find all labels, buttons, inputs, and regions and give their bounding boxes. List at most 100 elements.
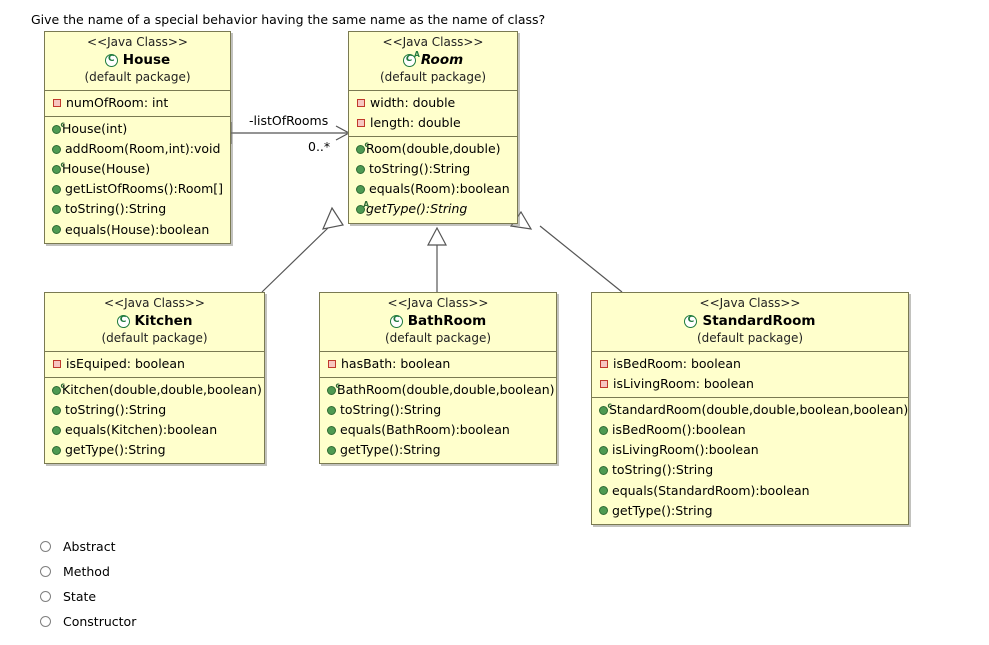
answer-option-abstract[interactable]: Abstract bbox=[40, 534, 136, 559]
class-fields-kitchen: isEquiped: boolean bbox=[45, 352, 264, 378]
method-label: Kitchen(double,double,boolean) bbox=[62, 381, 262, 397]
radio-button-constructor[interactable] bbox=[40, 616, 51, 627]
answer-option-state[interactable]: State bbox=[40, 584, 136, 609]
method-icon bbox=[327, 425, 336, 435]
method-label: StandardRoom(double,double,boolean,boole… bbox=[609, 402, 909, 418]
method-label: isLivingRoom():boolean bbox=[612, 442, 759, 458]
class-header-room: <<Java Class>> A Room (default package) bbox=[349, 32, 517, 91]
constructor-icon: c bbox=[599, 402, 612, 415]
method-row: toString():String bbox=[592, 460, 908, 480]
field-row: isEquiped: boolean bbox=[45, 354, 264, 374]
answer-options-group: Abstract Method State Constructor bbox=[40, 534, 136, 634]
radio-button-method[interactable] bbox=[40, 566, 51, 577]
class-box-standardroom[interactable]: <<Java Class>> StandardRoom (default pac… bbox=[591, 292, 909, 525]
answer-option-method[interactable]: Method bbox=[40, 559, 136, 584]
radio-button-state[interactable] bbox=[40, 591, 51, 602]
answer-option-label: Constructor bbox=[63, 614, 137, 629]
method-row: getType():String bbox=[45, 440, 264, 460]
method-icon bbox=[52, 225, 61, 235]
field-row: isLivingRoom: boolean bbox=[592, 374, 908, 394]
class-header-house: <<Java Class>> House (default package) bbox=[45, 32, 230, 91]
method-label: getType():String bbox=[65, 442, 166, 458]
constructor-icon: c bbox=[327, 382, 340, 395]
class-stereotype: <<Java Class>> bbox=[387, 296, 489, 310]
method-label: getListOfRooms():Room[] bbox=[65, 181, 224, 197]
method-row: c House(int) bbox=[45, 119, 230, 139]
method-icon bbox=[52, 405, 61, 415]
question-text: Give the name of a special behavior havi… bbox=[31, 12, 546, 27]
method-label: getType():String bbox=[340, 442, 441, 458]
field-label: width: double bbox=[370, 94, 456, 110]
class-stereotype: <<Java Class>> bbox=[87, 35, 188, 49]
class-stereotype: <<Java Class>> bbox=[699, 296, 801, 310]
method-label: addRoom(Room,int):void bbox=[65, 141, 221, 157]
class-package: (default package) bbox=[379, 69, 487, 84]
answer-option-constructor[interactable]: Constructor bbox=[40, 609, 136, 634]
method-label: getType():String bbox=[612, 502, 713, 518]
answer-option-label: Method bbox=[63, 564, 110, 579]
answer-option-label: State bbox=[63, 589, 97, 604]
java-class-icon bbox=[116, 315, 130, 329]
method-icon bbox=[599, 425, 608, 435]
inheritance-line-standardroom-room bbox=[539, 225, 623, 293]
method-row: getListOfRooms():Room[] bbox=[45, 179, 230, 199]
field-row: hasBath: boolean bbox=[320, 354, 556, 374]
class-box-bathroom[interactable]: <<Java Class>> BathRoom (default package… bbox=[319, 292, 557, 465]
class-fields-bathroom: hasBath: boolean bbox=[320, 352, 556, 378]
association-multiplicity-label: 0..* bbox=[308, 139, 331, 154]
constructor-icon: c bbox=[356, 141, 369, 154]
method-row: c BathRoom(double,double,boolean) bbox=[320, 380, 556, 400]
class-title-house: House bbox=[51, 52, 224, 70]
method-row: toString():String bbox=[45, 199, 230, 219]
class-package: (default package) bbox=[696, 330, 804, 345]
private-field-icon bbox=[53, 98, 61, 107]
method-label: toString():String bbox=[65, 201, 167, 217]
java-class-icon bbox=[684, 315, 698, 329]
method-row: equals(Kitchen):boolean bbox=[45, 420, 264, 440]
method-row: isBedRoom():boolean bbox=[592, 420, 908, 440]
method-label: House(House) bbox=[62, 161, 151, 177]
method-label: toString():String bbox=[369, 161, 471, 177]
class-box-house[interactable]: <<Java Class>> House (default package) n… bbox=[44, 31, 231, 244]
private-field-icon bbox=[357, 119, 365, 128]
method-label: isBedRoom():boolean bbox=[612, 422, 746, 438]
radio-button-abstract[interactable] bbox=[40, 541, 51, 552]
field-label: isLivingRoom: boolean bbox=[613, 375, 754, 391]
method-label: toString():String bbox=[65, 402, 167, 418]
class-fields-room: width: double length: double bbox=[349, 91, 517, 138]
class-methods-standardroom: c StandardRoom(double,double,boolean,boo… bbox=[592, 398, 908, 524]
class-header-kitchen: <<Java Class>> Kitchen (default package) bbox=[45, 293, 264, 352]
field-label: isBedRoom: boolean bbox=[613, 355, 741, 371]
class-title-bathroom: BathRoom bbox=[326, 313, 550, 331]
class-box-room[interactable]: <<Java Class>> A Room (default package) … bbox=[348, 31, 518, 224]
method-row: isLivingRoom():boolean bbox=[592, 440, 908, 460]
private-field-icon bbox=[600, 380, 608, 389]
method-label: toString():String bbox=[612, 462, 714, 478]
class-box-kitchen[interactable]: <<Java Class>> Kitchen (default package)… bbox=[44, 292, 265, 465]
class-methods-bathroom: c BathRoom(double,double,boolean) toStri… bbox=[320, 378, 556, 464]
inheritance-line-kitchen-room bbox=[261, 225, 331, 293]
method-icon bbox=[52, 445, 61, 455]
class-methods-room: c Room(double,double) toString():String … bbox=[349, 137, 517, 223]
class-methods-kitchen: c Kitchen(double,double,boolean) toStrin… bbox=[45, 378, 264, 464]
constructor-icon: c bbox=[52, 382, 65, 395]
association-role-label: -listOfRooms bbox=[249, 113, 329, 128]
method-label: getType():String bbox=[366, 201, 468, 217]
class-name-label: Room bbox=[420, 51, 464, 68]
field-label: length: double bbox=[370, 114, 461, 130]
method-icon bbox=[356, 164, 365, 174]
method-row: toString():String bbox=[45, 400, 264, 420]
class-package: (default package) bbox=[384, 330, 492, 345]
constructor-icon: c bbox=[52, 161, 65, 174]
constructor-icon: c bbox=[52, 121, 65, 134]
private-field-icon bbox=[53, 359, 61, 368]
method-row: c House(House) bbox=[45, 159, 230, 179]
method-icon bbox=[356, 184, 365, 194]
class-name-label: Kitchen bbox=[134, 312, 193, 329]
class-fields-house: numOfRoom: int bbox=[45, 91, 230, 117]
class-fields-standardroom: isBedRoom: boolean isLivingRoom: boolean bbox=[592, 352, 908, 399]
class-package: (default package) bbox=[101, 330, 208, 345]
java-class-icon bbox=[104, 54, 118, 68]
field-row: width: double bbox=[349, 93, 517, 113]
method-row: equals(BathRoom):boolean bbox=[320, 420, 556, 440]
